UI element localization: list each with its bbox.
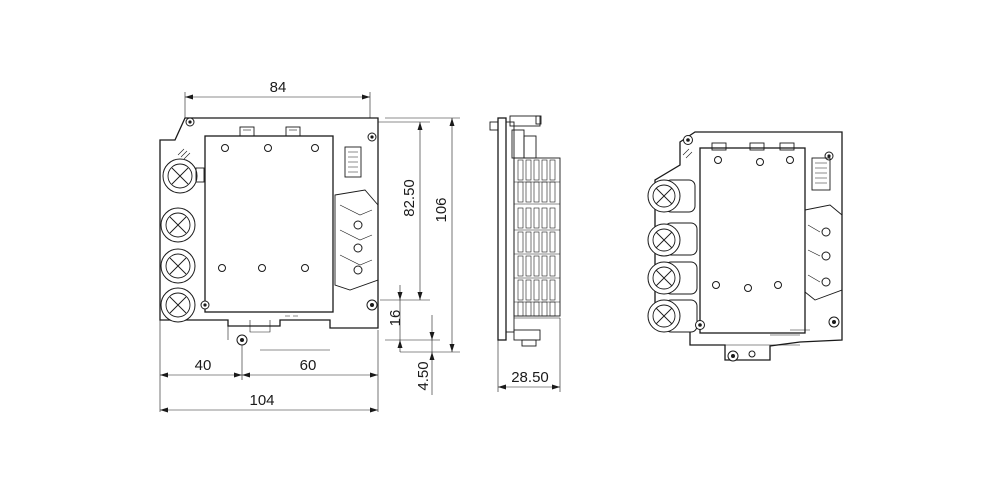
- heatsink-fin: [533, 255, 540, 277]
- dim-depth: 28.50: [511, 369, 549, 386]
- capacitor-3: [160, 248, 196, 284]
- dim-offset-16: 16: [387, 310, 404, 327]
- iso-capacitor-1: [647, 179, 696, 213]
- heatsink-fin: [517, 301, 524, 317]
- heatsink-fin: [525, 231, 532, 253]
- heatsink-fin: [533, 181, 540, 203]
- heatsink-fin: [517, 279, 524, 301]
- heatsink-fin: [525, 159, 532, 181]
- iso-capacitor-2: [647, 222, 698, 257]
- heatsink-fin: [541, 231, 548, 253]
- heatsink-fin: [525, 181, 532, 203]
- front-dimensions: 84 82.50 106 16 4.50 40 60 104: [159, 79, 460, 413]
- dim-width-top: 84: [270, 79, 287, 96]
- heatsink-fin: [549, 207, 556, 229]
- heatsink-fin: [525, 255, 532, 277]
- heatsink-fin: [525, 301, 532, 317]
- heatsink-fin: [541, 255, 548, 277]
- heatsink-fin: [533, 231, 540, 253]
- heatsink-fin: [541, 301, 548, 317]
- iso-capacitor-3: [647, 261, 698, 295]
- side-dimensions: 28.50: [497, 318, 561, 392]
- heatsink-fin: [541, 159, 548, 181]
- heatsink-fin: [541, 181, 548, 203]
- side-view: [489, 115, 561, 347]
- heatsink-fin: [549, 255, 556, 277]
- heatsink-fin: [517, 255, 524, 277]
- heatsink-fin: [549, 159, 556, 181]
- heatsink-fin: [517, 159, 524, 181]
- heatsink-fin: [541, 279, 548, 301]
- heatsink-fin: [533, 207, 540, 229]
- dim-height-inner: 82.50: [401, 179, 418, 217]
- heatsink-fin: [549, 301, 556, 317]
- dim-offset-4-50: 4.50: [415, 361, 432, 390]
- heatsink-fin: [549, 279, 556, 301]
- heatsink-fin: [525, 279, 532, 301]
- heatsink-fin: [525, 207, 532, 229]
- heatsink-fin: [517, 231, 524, 253]
- capacitor-1: [162, 158, 198, 194]
- capacitor-4: [160, 287, 196, 323]
- capacitor-2: [160, 207, 196, 243]
- heatsink-fin: [549, 231, 556, 253]
- dim-left-40: 40: [195, 357, 212, 374]
- iso-capacitor-4: [647, 299, 698, 333]
- heatsink-fin: [533, 159, 540, 181]
- heatsink-fin: [549, 181, 556, 203]
- heatsink-fin: [517, 181, 524, 203]
- dim-right-60: 60: [300, 357, 317, 374]
- front-view: [159, 117, 379, 351]
- isometric-view: [647, 131, 843, 362]
- heatsink-fin: [517, 207, 524, 229]
- dim-width-total: 104: [249, 392, 274, 409]
- dim-height-total: 106: [433, 197, 450, 222]
- heatsink-fin: [533, 301, 540, 317]
- heatsink-fin: [533, 279, 540, 301]
- heatsink-fin: [541, 207, 548, 229]
